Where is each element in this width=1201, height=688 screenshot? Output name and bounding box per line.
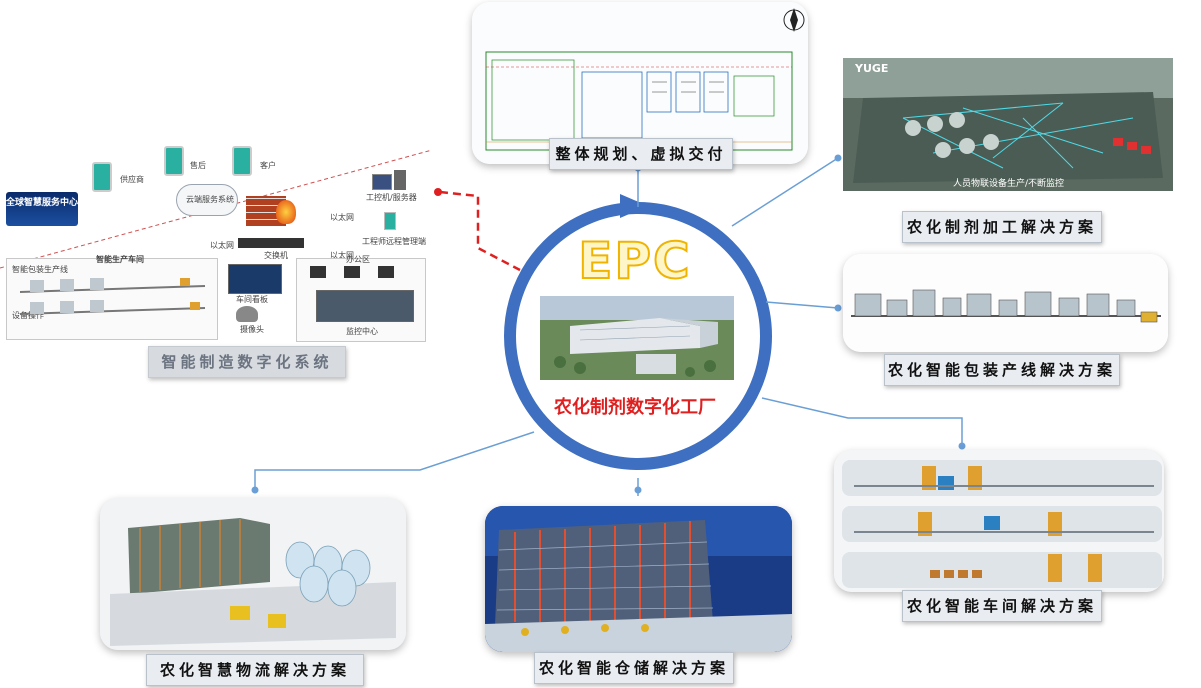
warehouse-3d-image [485,506,792,652]
workshop-floors-image [834,450,1164,592]
computer-icon [372,174,392,190]
center-subtitle: 农化制剂数字化工厂 [554,397,716,418]
connector-logistics [254,431,535,490]
laptop-icon [344,266,360,278]
epc-title: EPC [577,231,692,291]
processing-brand: YUGE [854,62,888,75]
phone-icon [384,212,396,230]
factory-photo [540,296,734,380]
cad-layout-image [472,2,808,164]
connector-packaging [765,301,839,309]
packaging-label: 农化智能包装产线解决方案 [884,354,1120,386]
laptop-icon [310,266,326,278]
phone-icon [92,162,112,192]
digital-system-label: 智能制造数字化系统 [148,346,346,378]
processing-3d-image: YUGE 人员物联设备生产/不断监控 [843,58,1173,191]
connector-processing [731,157,839,227]
monitor-wall-icon [316,290,414,322]
packaging-line-image [843,254,1168,352]
red-dashed-link [439,190,521,272]
phone-icon [232,146,252,176]
switch-icon [238,238,304,248]
logistics-3d-image [100,498,406,650]
ring-arrow-head [620,194,648,218]
processing-overlay-text: 人员物联设备生产/不断监控 [953,177,1064,189]
laptop-icon [378,266,394,278]
logistics-card[interactable] [100,498,406,650]
processing-label: 农化制剂加工解决方案 [902,211,1102,243]
server-icon [394,170,406,190]
phone-icon [164,146,184,176]
service-center-text: 全球智慧服务中心 [6,198,79,208]
workshop-label: 农化智能车间解决方案 [902,590,1102,622]
overall-planning-label: 整体规划、虚拟交付 [549,138,733,170]
cloud-icon [176,184,238,216]
digital-system-diagram: 全球智慧服务中心 供应商 售后 客户 云端服务系统 工控机/服务器 工程师远程管… [0,140,440,342]
camera-icon [236,306,258,322]
warehouse-label: 农化智能仓储解决方案 [534,652,734,684]
connector-workshop [761,397,963,446]
fire-icon [276,200,296,224]
packaging-card[interactable] [843,254,1168,352]
workshop-card[interactable] [834,450,1164,592]
overall-planning-card[interactable] [472,2,808,164]
processing-card[interactable]: YUGE 人员物联设备生产/不断监控 [843,58,1173,191]
board-icon [228,264,282,294]
logistics-label: 农化智慧物流解决方案 [146,654,364,686]
production-line-image [20,278,206,315]
workshop-panel [6,258,218,340]
service-center-banner: 全球智慧服务中心 [6,192,78,226]
warehouse-card[interactable] [485,506,792,652]
